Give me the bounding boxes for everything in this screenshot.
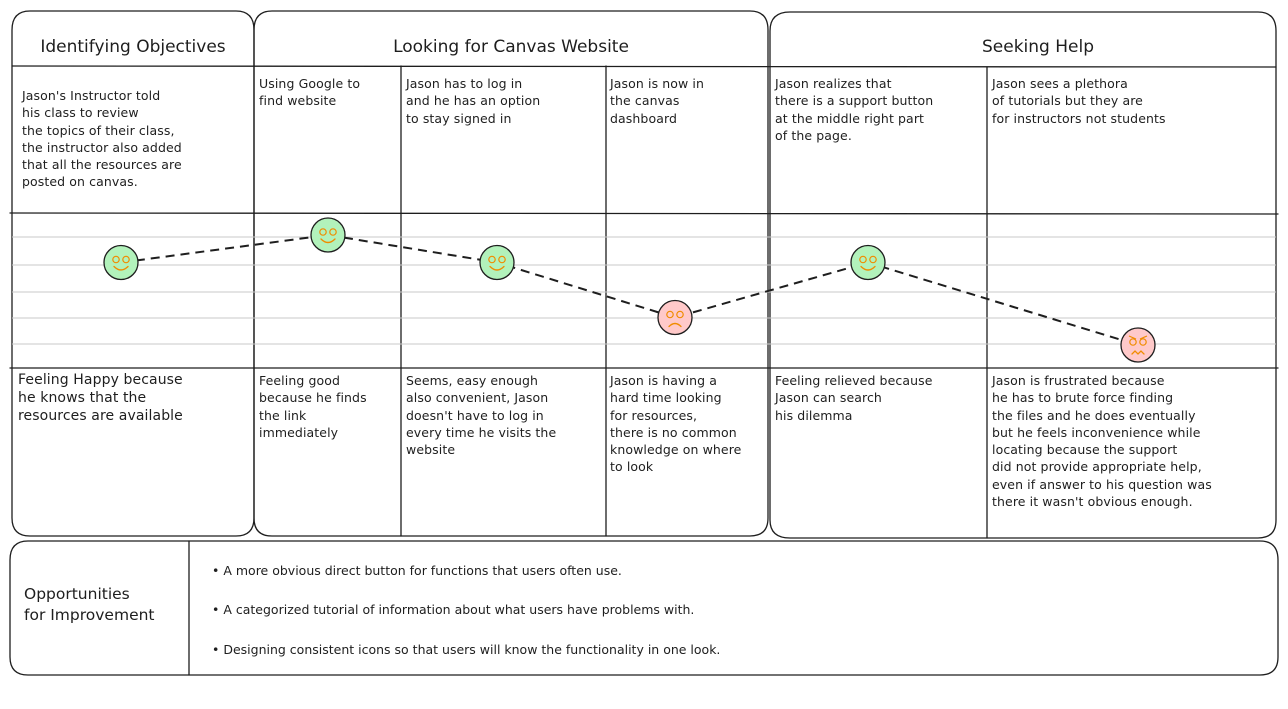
step-3-action: Jason has to log in and he has an option… (406, 76, 541, 126)
step-2-action: Using Google to find website (259, 76, 361, 109)
phase-title-seeking-help: Seeking Help (981, 37, 1094, 57)
happy-face-icon (310, 217, 346, 253)
step-6-feeling: Jason is frustrated because he has to br… (992, 373, 1212, 510)
step-5-action: Jason realizes that there is a support b… (775, 76, 934, 143)
emotion-grid (12, 236, 1276, 345)
step-4-feeling: Jason is having a hard time looking for … (610, 373, 742, 475)
sad-face-icon (657, 299, 693, 336)
action-divider (9, 212, 1279, 215)
opportunity-item: • A categorized tutorial of information … (212, 602, 695, 617)
angry-face-icon (1120, 327, 1156, 363)
phase-2-border (253, 10, 769, 537)
step-1-action: Jason's Instructor told his class to rev… (22, 88, 182, 190)
happy-face-icon (103, 244, 139, 281)
opportunities-border (9, 540, 1279, 676)
happy-face-icon (479, 244, 515, 281)
step-3-feeling: Seems, easy enough also convenient, Jaso… (406, 373, 557, 458)
step-4-action: Jason is now in the canvas dashboard (610, 76, 705, 126)
opportunity-item: • Designing consistent icons so that use… (212, 642, 721, 657)
step-2-feeling: Feeling good because he finds the link i… (259, 373, 367, 440)
phase-title-identifying-objectives: Identifying Objectives (40, 37, 226, 57)
phase-1-border (11, 10, 255, 537)
step-5-feeling: Feeling relieved because Jason can searc… (775, 373, 933, 423)
happy-face-icon (850, 244, 886, 281)
emotion-curve (120, 233, 1139, 346)
header-divider (11, 65, 1277, 68)
phase-title-looking-for-canvas-website: Looking for Canvas Website (393, 37, 629, 57)
step-1-feeling: Feeling Happy because he knows that the … (18, 372, 183, 424)
phase-3-border (769, 11, 1277, 539)
step-6-action: Jason sees a plethora of tutorials but t… (992, 76, 1166, 126)
opportunity-item: • A more obvious direct button for funct… (212, 563, 622, 578)
opportunities-title: Opportunities for Improvement (24, 585, 155, 624)
